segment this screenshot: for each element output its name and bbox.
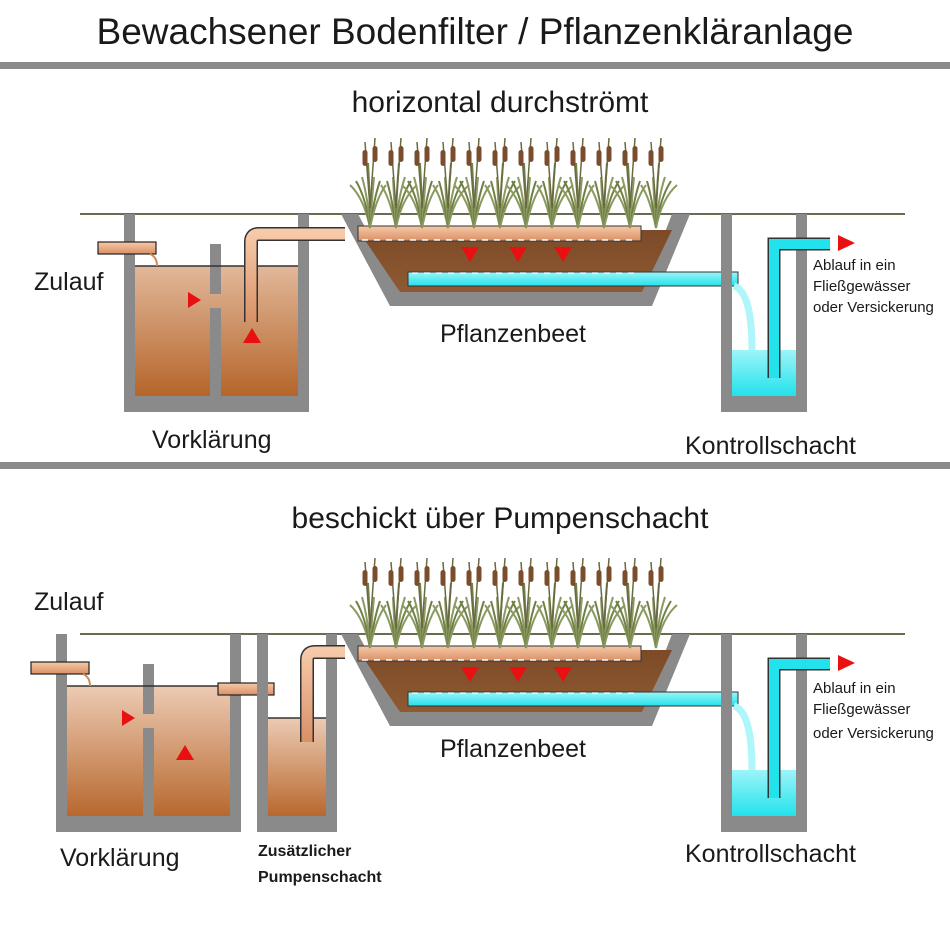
outflow-line-2: Fließgewässer: [813, 278, 911, 295]
middle-divider: [0, 462, 950, 469]
reed-clump: [505, 137, 543, 229]
reed-clump: [453, 137, 491, 229]
pretreatment-label: Vorklärung: [60, 844, 180, 872]
pretreatment-tank: [56, 634, 241, 832]
pump-shaft-line-1: Zusätzlicher: [258, 843, 351, 860]
flow-arrow: [176, 745, 194, 760]
flow-arrow: [122, 710, 135, 726]
flow-arrow: [243, 328, 261, 343]
planted-bed: [341, 634, 739, 726]
reed-plants: [349, 557, 678, 649]
reed-clump: [536, 557, 574, 649]
pump-shaft-line-2: Pumpenschacht: [258, 869, 382, 886]
reed-clump: [453, 557, 491, 649]
bed-label: Pflanzenbeet: [440, 320, 586, 348]
reed-clump: [640, 557, 678, 649]
pretreatment-tank: [124, 214, 309, 412]
reed-clump: [401, 137, 439, 229]
reed-clump: [432, 557, 470, 649]
reed-clump: [609, 557, 647, 649]
main-title: Bewachsener Bodenfilter / Pflanzenkläran…: [97, 11, 854, 52]
flow-arrow: [554, 667, 572, 682]
flow-arrow: [554, 247, 572, 262]
inflow-label: Zulauf: [34, 268, 104, 296]
control-shaft: [721, 634, 855, 832]
outflow-line-3: oder Versickerung: [813, 725, 934, 742]
control-shaft-label: Kontrollschacht: [685, 432, 856, 460]
inflow-pipe: [30, 661, 91, 687]
panel-horizontal: horizontal durchströmt: [34, 86, 934, 460]
reed-clump: [349, 137, 387, 229]
pretreatment-label: Vorklärung: [152, 426, 272, 454]
reed-clump: [557, 557, 595, 649]
outflow-line-2: Fließgewässer: [813, 701, 911, 718]
pump-shaft: [257, 634, 337, 832]
reed-clump: [505, 557, 543, 649]
inflow-pipe: [97, 241, 158, 267]
flow-arrow: [188, 292, 201, 308]
panel-pump-shaft: beschickt über Pumpenschacht: [30, 502, 934, 886]
panel-1-heading: horizontal durchströmt: [352, 86, 649, 119]
reed-clump: [349, 557, 387, 649]
planted-bed: [341, 214, 739, 306]
reed-clump: [588, 137, 626, 229]
reed-plants: [349, 137, 678, 229]
reed-clump: [557, 137, 595, 229]
flow-arrow: [509, 247, 527, 262]
flow-arrow: [461, 667, 479, 682]
panel-2-heading: beschickt über Pumpenschacht: [292, 502, 710, 535]
reed-clump: [609, 137, 647, 229]
flow-arrow: [461, 247, 479, 262]
outflow-arrow: [838, 235, 855, 251]
inflow-label: Zulauf: [34, 588, 104, 616]
control-shaft-label: Kontrollschacht: [685, 840, 856, 868]
outflow-line-3: oder Versickerung: [813, 299, 934, 316]
control-shaft: [721, 214, 855, 412]
reed-clump: [484, 557, 522, 649]
top-divider: [0, 62, 950, 69]
reed-clump: [484, 137, 522, 229]
reed-clump: [640, 137, 678, 229]
reed-clump: [380, 137, 418, 229]
outflow-arrow: [838, 655, 855, 671]
bed-label: Pflanzenbeet: [440, 735, 586, 763]
flow-arrow: [509, 667, 527, 682]
outflow-line-1: Ablauf in ein: [813, 680, 896, 697]
reed-clump: [401, 557, 439, 649]
outflow-line-1: Ablauf in ein: [813, 257, 896, 274]
reed-clump: [380, 557, 418, 649]
